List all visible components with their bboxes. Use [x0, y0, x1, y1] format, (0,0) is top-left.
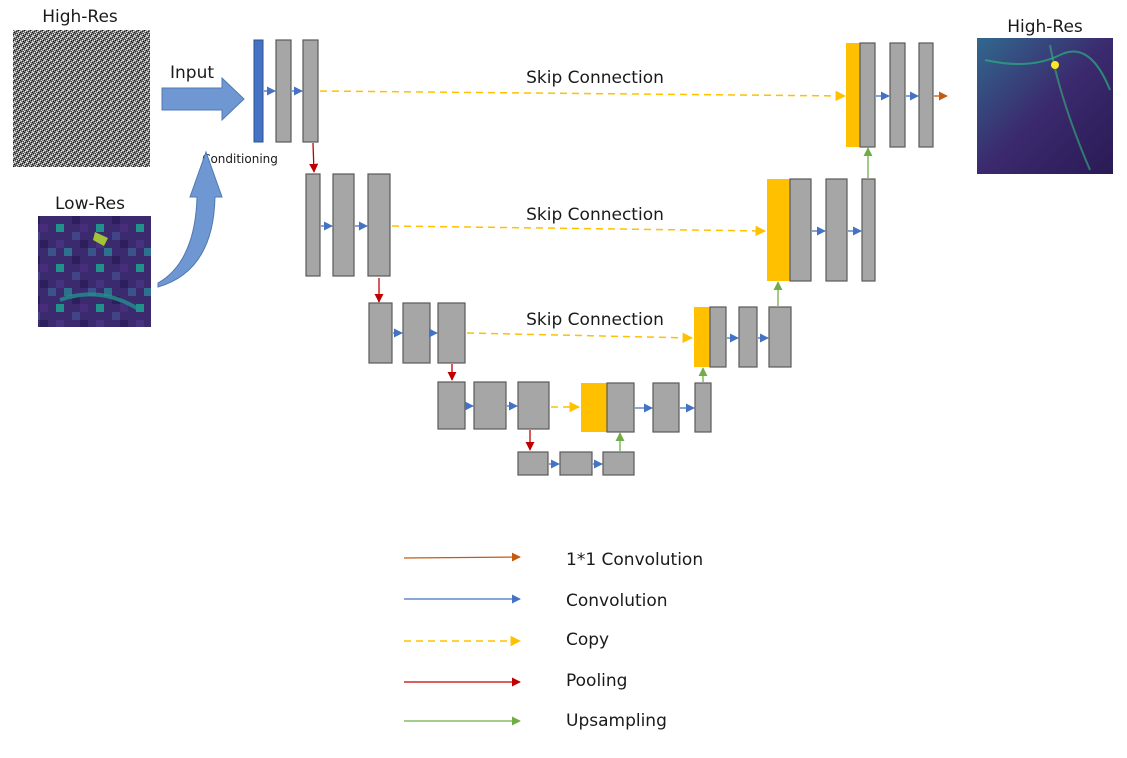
legend-label: Pooling	[566, 671, 627, 691]
lowres-image	[38, 216, 151, 327]
enc2-block-1	[305, 173, 321, 277]
enc3-block-3	[437, 302, 466, 364]
dec3-block-2	[738, 306, 758, 368]
bottleneck-block-1	[517, 451, 549, 476]
copy-arrow-level1	[319, 90, 847, 102]
dec2-block-2	[825, 178, 848, 282]
dec4-block-2	[652, 382, 680, 433]
bottleneck-block-2	[559, 451, 593, 476]
bottleneck-block-3	[602, 451, 635, 476]
highres-output-image	[977, 38, 1113, 174]
input-label: Input	[170, 63, 214, 83]
legend-label: Copy	[566, 630, 609, 650]
skip-connection-label: Skip Connection	[526, 68, 664, 88]
enc2-block-2	[332, 173, 355, 277]
dec2-block-1	[789, 178, 812, 282]
enc4-block-1	[437, 381, 466, 430]
pool-arrow	[309, 142, 319, 173]
legend-label: Convolution	[566, 591, 668, 611]
dec1-block-2	[889, 42, 906, 148]
legend-label: Upsampling	[566, 711, 667, 731]
dec4-block-3	[694, 382, 712, 433]
dec4-block-1	[606, 382, 635, 433]
highres-filament-2	[1049, 44, 1091, 171]
copy-arrow-level3	[466, 332, 694, 344]
noise-image	[13, 30, 150, 167]
lowres-label: Low-Res	[55, 194, 125, 214]
output-highres-label: High-Res	[1007, 17, 1083, 37]
dec3-block-1	[709, 306, 727, 368]
highres-bright-spot	[1051, 61, 1059, 69]
enc4-block-3	[517, 381, 550, 430]
dec2-copy-block	[767, 179, 790, 281]
enc1-block-2	[302, 39, 319, 143]
dec2-block-3	[861, 178, 876, 282]
legend-label: 1*1 Convolution	[566, 550, 703, 570]
copy-arrow-level2	[391, 225, 767, 237]
lowres-filament	[59, 292, 142, 312]
enc3-block-2	[402, 302, 431, 364]
input-layer-block	[253, 39, 264, 143]
highres-filament-1	[984, 50, 1111, 91]
skip-connection-label: Skip Connection	[526, 205, 664, 225]
input-highres-label: High-Res	[42, 7, 118, 27]
conditioning-curved-arrow	[157, 150, 223, 288]
enc2-block-3	[367, 173, 391, 277]
dec3-block-3	[768, 306, 792, 368]
lowres-dot	[93, 232, 108, 246]
legend: 1*1 Convolution Convolution Copy Pooling…	[403, 550, 703, 731]
dec1-block-3	[918, 42, 934, 148]
legend-swatch-1x1-conv	[403, 552, 521, 562]
enc4-block-2	[473, 381, 507, 430]
dec1-block-1	[859, 42, 876, 148]
dec1-copy-block	[846, 43, 860, 147]
enc3-block-1	[368, 302, 393, 364]
skip-connection-label: Skip Connection	[526, 310, 664, 330]
dec3-copy-block	[694, 307, 710, 367]
conditioning-label: Conditioning	[202, 152, 278, 166]
enc1-block-1	[275, 39, 292, 143]
input-flow-arrow	[161, 76, 245, 122]
dec4-copy-block	[581, 383, 607, 432]
